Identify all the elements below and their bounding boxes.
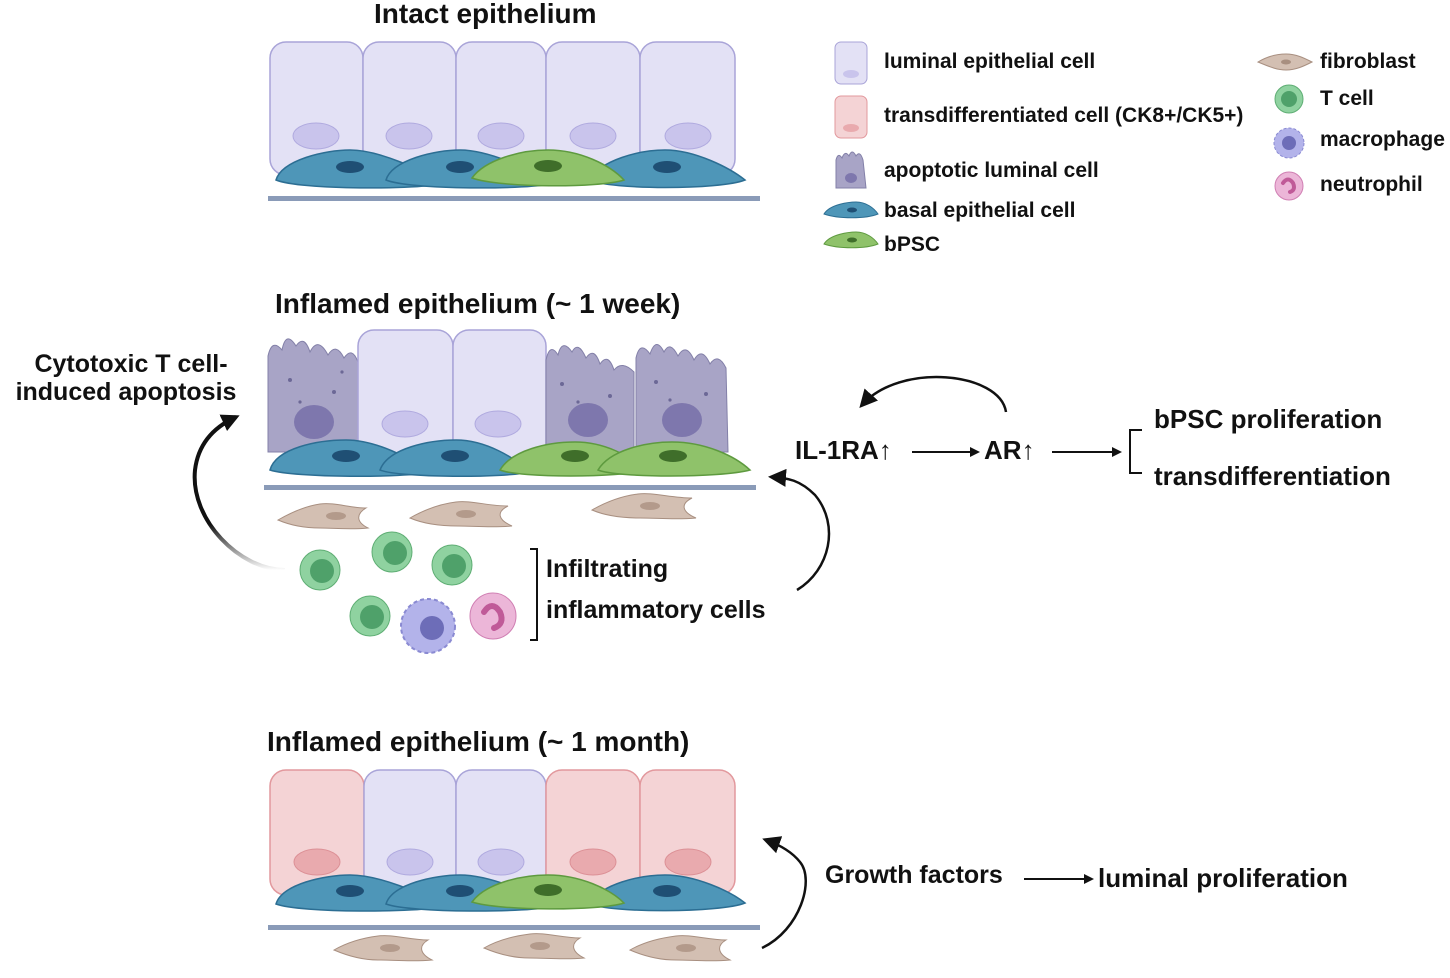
signaling-pathway — [859, 375, 1142, 474]
apoptosis-label-line1: Cytotoxic T cell- — [34, 350, 228, 378]
t-cell — [371, 531, 413, 573]
t-cell — [299, 549, 341, 591]
fibroblast — [590, 493, 697, 520]
luminal-epithelial-cell-icon — [834, 41, 868, 85]
luminal-proliferation-label: luminal proliferation — [1098, 863, 1348, 893]
outcome-bracket — [1129, 429, 1142, 474]
month-title: Inflamed epithelium (~ 1 month) — [267, 726, 690, 757]
fibroblast — [628, 935, 732, 962]
growth-factor-arrow — [761, 836, 807, 950]
legend-label: T cell — [1320, 87, 1374, 110]
infiltrating-bracket — [530, 548, 538, 641]
t-cell — [431, 544, 473, 586]
bpsc-cell — [596, 441, 752, 477]
luminal-cell — [455, 41, 547, 176]
fibroblast-icon — [1256, 53, 1314, 71]
legend-label: transdifferentiated cell (CK8+/CK5+) — [884, 104, 1244, 127]
up-arrow-icon: ↑ — [878, 435, 892, 465]
apoptosis-label-line2: induced apoptosis — [15, 378, 237, 406]
infiltrating-label-line1: Infiltrating — [546, 555, 669, 583]
apoptotic-cell — [267, 338, 359, 453]
apoptotic-cell — [635, 344, 729, 453]
basal-cell — [379, 439, 532, 478]
bpsc-icon — [823, 231, 879, 249]
transdifferentiated-cell-icon — [834, 95, 868, 139]
fibroblast — [276, 503, 370, 530]
infiltrating-label-line2: inflammatory cells — [546, 596, 766, 624]
legend-label: macrophage — [1320, 128, 1445, 151]
month-epithelium-panel — [268, 769, 1094, 962]
intact-epithelium-panel — [268, 41, 760, 201]
neutrophil — [469, 592, 517, 640]
legend-icons — [823, 41, 1314, 249]
fibroblast — [332, 935, 434, 962]
apoptosis-arrow — [192, 414, 286, 572]
legend-label: bPSC — [884, 233, 941, 256]
growth-factors-label: Growth factors — [825, 861, 1003, 889]
t-cell — [349, 595, 391, 637]
up-arrow-icon: ↑ — [1021, 435, 1035, 465]
luminal-cell — [363, 769, 457, 896]
basement-membrane — [268, 196, 760, 201]
ar-feedback-arrow — [859, 375, 1008, 413]
luminal-cell — [639, 41, 736, 176]
week-epithelium-panel — [192, 329, 831, 654]
legend-label: fibroblast — [1320, 50, 1416, 73]
t-cell-icon — [1274, 84, 1304, 114]
week-title: Inflamed epithelium (~ 1 week) — [275, 288, 681, 319]
legend-label: neutrophil — [1320, 173, 1423, 196]
ar-label: AR↑ — [984, 435, 1035, 465]
bpsc-cell — [470, 149, 626, 187]
apoptotic-luminal-cell-icon — [835, 151, 867, 189]
luminal-cell — [269, 41, 364, 176]
legend-label: luminal epithelial cell — [884, 50, 1096, 73]
bpsc-cell — [470, 874, 626, 910]
macrophage — [400, 598, 456, 654]
legend-label: apoptotic luminal cell — [884, 159, 1099, 182]
basal-cell — [588, 149, 747, 189]
basal-cell — [588, 874, 747, 912]
intact-title: Intact epithelium — [374, 0, 597, 29]
apoptotic-cell — [545, 345, 635, 453]
fibroblast — [482, 933, 586, 960]
outcome-transdifferentiation: transdifferentiation — [1154, 461, 1391, 491]
basement-membrane — [264, 485, 756, 490]
basement-membrane — [268, 925, 760, 930]
fibroblast — [408, 501, 513, 528]
macrophage-icon — [1273, 127, 1305, 159]
infiltration-arrow — [768, 468, 831, 592]
neutrophil-icon — [1274, 171, 1304, 201]
luminal-cell — [545, 41, 641, 176]
il1ra-label: IL-1RA↑ — [795, 435, 892, 465]
luminal-cell — [362, 41, 457, 176]
luminal-cell — [455, 769, 547, 896]
legend-label: basal epithelial cell — [884, 199, 1076, 222]
outcome-bpsc-proliferation: bPSC proliferation — [1154, 404, 1383, 434]
basal-epithelial-cell-icon — [823, 201, 879, 219]
